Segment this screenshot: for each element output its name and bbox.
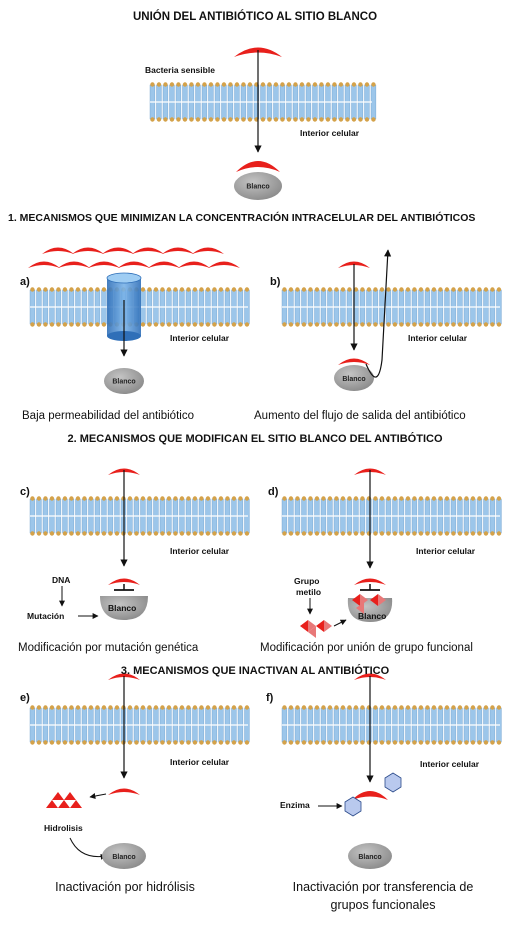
panel-letter-f: f) [266, 692, 274, 704]
cell-membrane [29, 496, 250, 536]
cell-membrane [149, 82, 377, 122]
section-heading-1: 1. MECANISMOS QUE MINIMIZAN LA CONCENTRA… [8, 212, 476, 224]
cell-membrane [281, 705, 502, 745]
panel-e-diagram [46, 673, 146, 869]
target-ellipse [348, 843, 392, 869]
caption-f-line2: grupos funcionales [330, 898, 436, 912]
interior-label: Interior celular [170, 333, 230, 343]
interior-label: Interior celular [408, 333, 468, 343]
enzyme-label: Enzima [280, 800, 310, 810]
target-ellipse [104, 368, 144, 394]
enzyme-hexagon [344, 796, 362, 817]
interior-label: Interior celular [170, 757, 230, 767]
target-label: Blanco [108, 603, 137, 613]
panel-letter-b: b) [270, 276, 281, 288]
cell-membrane [281, 496, 502, 536]
caption-f-line1: Inactivación por transferencia de [292, 880, 474, 894]
section-heading-2: 2. MECANISMOS QUE MODIFICAN EL SITIO BLA… [67, 433, 443, 445]
efflux-arrow [365, 249, 392, 378]
methyl-group-label: Grupo [294, 576, 320, 586]
methyl-group-on-target [352, 594, 386, 614]
panel-c-diagram [59, 468, 148, 620]
hydrolyzed-fragments [46, 792, 82, 808]
caption-c: Modificación por mutación genética [18, 642, 199, 654]
mutated-target [100, 596, 148, 620]
panel-letter-c: c) [20, 486, 30, 498]
dna-label: DNA [52, 575, 71, 585]
target-ellipse [234, 172, 282, 200]
enzyme-hexagon [384, 772, 402, 793]
methyl-groups-free [300, 620, 332, 638]
target-label: Blanco [246, 184, 269, 191]
interior-label: Interior celular [300, 128, 360, 138]
target-label: Blanco [112, 854, 135, 861]
panel-letter-d: d) [268, 486, 279, 498]
caption-d: Modificación por unión de grupo funciona… [260, 642, 473, 654]
interior-label: Interior celular [416, 546, 476, 556]
top-diagram [234, 47, 282, 200]
panel-f-diagram [318, 673, 402, 869]
target-label: Blanco [358, 854, 381, 861]
caption-a: Baja permeabilidad del antibiótico [22, 410, 194, 422]
panel-d-diagram [300, 468, 393, 638]
target-label: Blanco [112, 379, 135, 386]
section-heading-3: 3. MECANISMOS QUE INACTIVAN AL ANTIBIÓTI… [120, 665, 390, 677]
antibiotic-bound [236, 161, 280, 172]
interior-label: Interior celular [170, 546, 230, 556]
mutation-label: Mutación [27, 611, 65, 621]
panel-b-diagram [334, 249, 392, 391]
target-label: Blanco [358, 611, 387, 621]
cell-membrane [281, 287, 502, 327]
caption-b: Aumento del flujo de salida del antibiót… [254, 410, 466, 422]
caption-e: Inactivación por hidrólisis [55, 880, 195, 894]
hydrolysis-label: Hidrolisis [44, 823, 83, 833]
page-title: UNIÓN DEL ANTIBIÓTICO AL SITIO BLANCO [132, 11, 378, 23]
bacteria-label: Bacteria sensible [145, 65, 215, 75]
methyl-group-label: metilo [296, 587, 322, 597]
interior-label: Interior celular [420, 759, 480, 769]
panel-letter-a: a) [20, 276, 30, 288]
antibiotic-crowd [28, 247, 240, 268]
panel-a-diagram [28, 247, 240, 394]
target-label: Blanco [342, 376, 365, 383]
panel-letter-e: e) [20, 692, 30, 704]
cell-membrane [29, 705, 250, 745]
target-ellipse [334, 365, 374, 391]
target-ellipse [102, 843, 146, 869]
